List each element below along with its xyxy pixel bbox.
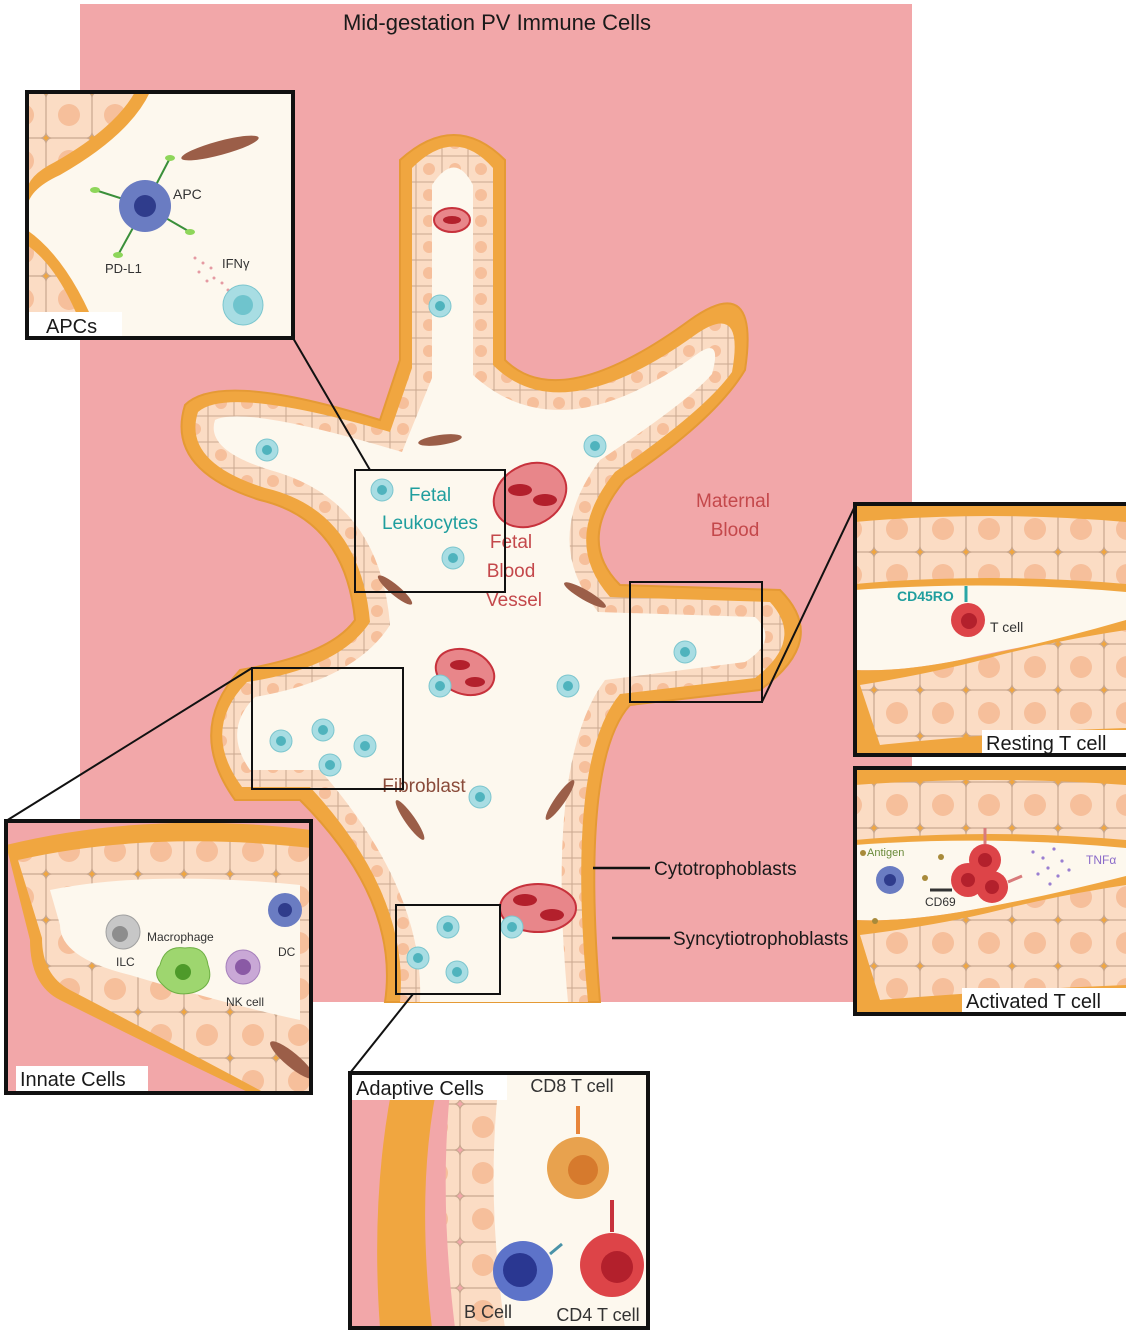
dc-label: DC xyxy=(278,945,296,959)
dc-cell xyxy=(268,893,302,927)
fibroblast-label: Fibroblast xyxy=(382,776,466,797)
antigen-label: Antigen xyxy=(867,847,904,859)
inset-innate: ILC Macrophage DC NK cell Innate Cells xyxy=(6,821,318,1093)
cd8-label: CD8 T cell xyxy=(530,1076,613,1096)
antigen-presenting-cell xyxy=(876,866,904,894)
cytotrophoblasts-label: Cytotrophoblasts xyxy=(654,859,797,880)
activated-caption: Activated T cell xyxy=(966,991,1101,1013)
fetal-vessel-label-2: Blood xyxy=(487,561,536,582)
ifng-label: IFNγ xyxy=(222,256,250,271)
ilc-cell xyxy=(106,915,140,949)
innate-caption: Innate Cells xyxy=(20,1069,126,1091)
fetal-leukocytes-label-2: Leukocytes xyxy=(382,513,478,534)
apc-label: APC xyxy=(173,186,202,202)
adaptive-caption: Adaptive Cells xyxy=(356,1078,484,1100)
cd45ro-label: CD45RO xyxy=(897,588,954,604)
macrophage-label: Macrophage xyxy=(147,930,214,944)
syncytiotrophoblasts-label: Syncytiotrophoblasts xyxy=(673,929,848,950)
inset-adaptive: Adaptive Cells CD8 T cell B Cell CD4 T c… xyxy=(350,1073,648,1328)
bcell-label: B Cell xyxy=(464,1302,512,1322)
inset-apcs: APC PD-L1 IFNγ APCs xyxy=(27,92,293,338)
maternal-blood-label-1: Maternal xyxy=(696,491,770,512)
tnfa-label: TNFα xyxy=(1086,853,1116,867)
teal-t-cell xyxy=(223,285,263,325)
fetal-vessel-label-1: Fetal xyxy=(490,532,532,553)
resting-tcell-label: T cell xyxy=(990,619,1023,635)
nk-label: NK cell xyxy=(226,995,264,1009)
maternal-blood-label-2: Blood xyxy=(711,520,760,541)
diagram-title: Mid-gestation PV Immune Cells xyxy=(343,10,651,35)
vessel-top xyxy=(434,208,470,232)
ilc-label: ILC xyxy=(116,955,135,969)
inset-activated: Antigen CD69 TNFα Activated T cell xyxy=(855,768,1126,1014)
apcs-caption: APCs xyxy=(46,316,97,338)
fetal-leukocytes-label-1: Fetal xyxy=(409,485,451,506)
resting-caption: Resting T cell xyxy=(986,733,1106,755)
cd4-label: CD4 T cell xyxy=(556,1305,639,1325)
pdl1-label: PD-L1 xyxy=(105,261,142,276)
macrophage-cell xyxy=(157,948,210,994)
fetal-vessel-label-3: Vessel xyxy=(486,590,542,611)
nk-cell xyxy=(226,950,260,984)
cd69-label: CD69 xyxy=(925,895,956,909)
inset-resting: CD45RO T cell Resting T cell xyxy=(855,504,1126,755)
